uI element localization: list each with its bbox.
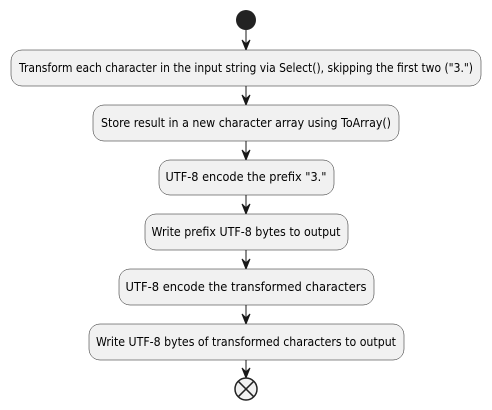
start-node (236, 10, 256, 30)
edge-step-6-to-end (241, 360, 251, 380)
end-node (234, 377, 258, 401)
edge-start-to-step-1 (241, 30, 251, 52)
step-label-3: UTF-8 encode the prefix "3." (166, 170, 327, 184)
edge-step-4-to-step-5 (241, 250, 251, 271)
edge-step-3-to-step-4 (241, 195, 251, 216)
step-label-5: UTF-8 encode the transformed characters (126, 280, 367, 294)
edge-step-2-to-step-3 (241, 141, 251, 162)
activity-step-2: Store result in a new character array us… (92, 104, 400, 142)
activity-step-5: UTF-8 encode the transformed characters (118, 268, 375, 306)
edges (241, 30, 251, 380)
edge-step-5-to-step-6 (241, 305, 251, 326)
step-label-4: Write prefix UTF-8 bytes to output (152, 225, 341, 239)
step-label-6: Write UTF-8 bytes of transformed charact… (96, 335, 396, 349)
activity-step-4: Write prefix UTF-8 bytes to output (144, 213, 349, 251)
edge-step-1-to-step-2 (241, 86, 251, 107)
activity-step-1: Transform each character in the input st… (10, 49, 482, 87)
step-label-1: Transform each character in the input st… (18, 61, 473, 75)
step-label-2: Store result in a new character array us… (101, 116, 391, 130)
activity-step-3: UTF-8 encode the prefix "3." (158, 159, 335, 196)
activity-step-6: Write UTF-8 bytes of transformed charact… (88, 323, 405, 361)
